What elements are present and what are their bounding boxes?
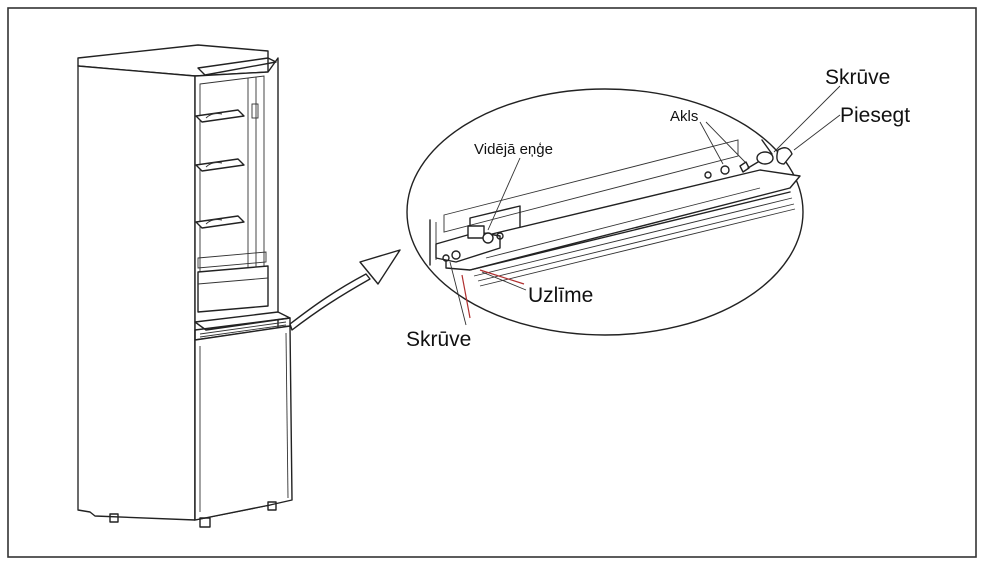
label-sticker: Uzlīme <box>528 284 593 307</box>
zoom-arrow <box>289 249 401 331</box>
middle-hinge-part <box>435 225 504 263</box>
label-screw-top: Skrūve <box>825 66 890 89</box>
axle-pins <box>704 161 750 179</box>
detail-zoom-view <box>406 88 804 336</box>
label-middle-hinge: Vidējā eņģe <box>474 141 553 158</box>
diagram-frame <box>7 7 977 558</box>
leader-lines <box>449 85 841 326</box>
label-screw-bottom: Skrūve <box>406 328 471 351</box>
screw-and-cover-part <box>747 139 793 169</box>
label-axle: Akls <box>670 108 698 125</box>
fridge-shelves <box>195 109 267 269</box>
label-cover: Piesegt <box>840 104 910 127</box>
fridge-illustration <box>77 44 293 528</box>
